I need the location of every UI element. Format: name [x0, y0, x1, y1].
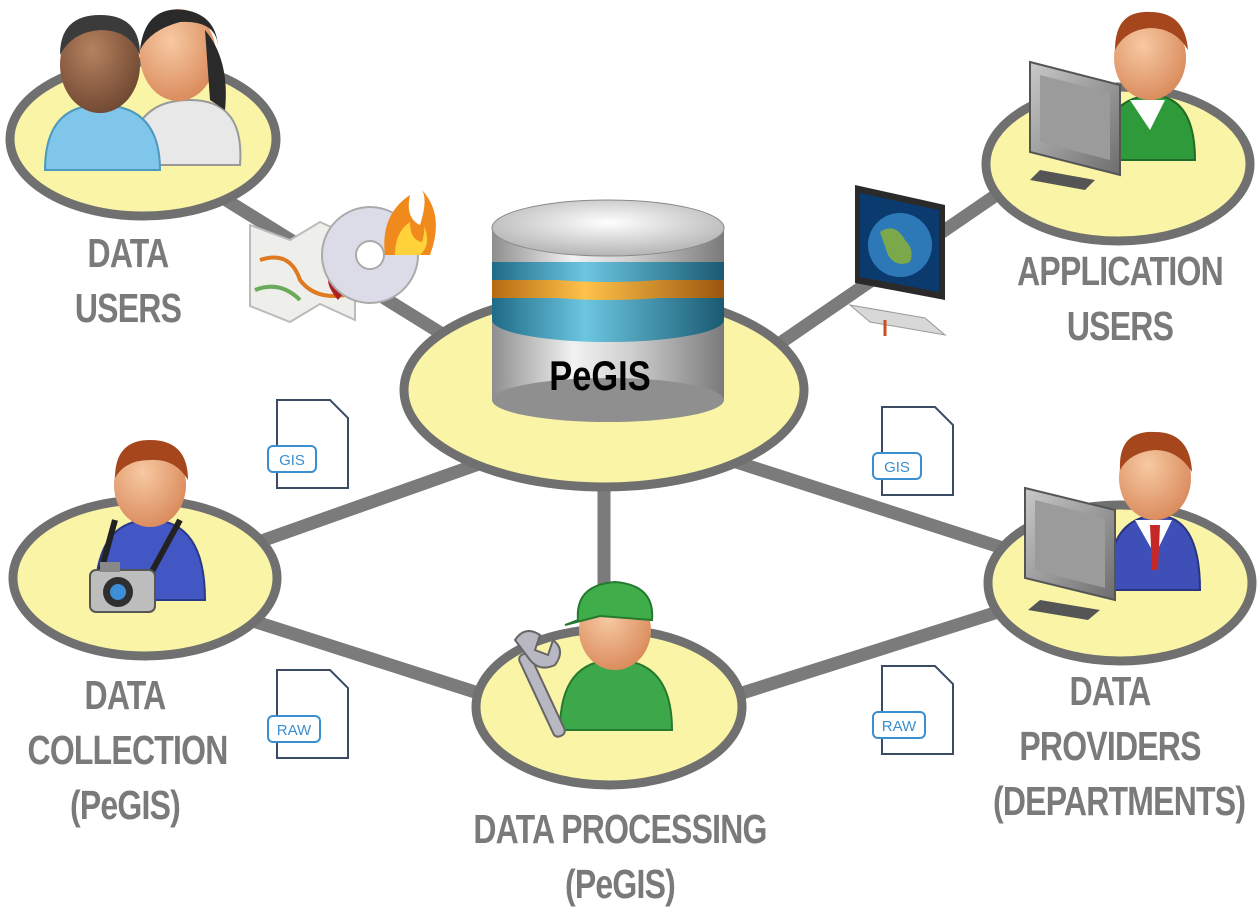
mechanic-icon: [558, 580, 674, 731]
label-data-processing: DATA PROCESSING (PeGIS): [460, 802, 780, 912]
label-data-users-line1: DATA: [87, 230, 170, 276]
label-data-collection-line3: (PeGIS): [69, 782, 181, 828]
label-data-providers: DATA PROVIDERS (DEPARTMENTS): [993, 664, 1246, 829]
tag-raw-left-box: [267, 715, 321, 743]
connector-providers-hub: [723, 453, 1047, 567]
tag-raw-right: RAW: [882, 718, 917, 735]
label-application-users-line1: APPLICATION: [1017, 248, 1224, 294]
globe-monitor-icon: [848, 185, 947, 336]
label-data-users-line2: USERS: [74, 285, 182, 331]
tag-gis-right-box: [872, 452, 922, 480]
connector-collection-processing: [243, 613, 507, 707]
tag-gis-left: GIS: [279, 452, 305, 469]
label-data-providers-line1: DATA: [1069, 668, 1152, 714]
label-data-processing-line1: DATA PROCESSING: [473, 806, 767, 852]
label-application-users: APPLICATION USERS: [1007, 244, 1233, 354]
doc-gis-right: [881, 406, 954, 496]
camera-icon: [89, 562, 156, 613]
wrench-icon: [513, 630, 566, 738]
hub-label: PeGIS: [549, 352, 651, 399]
label-data-processing-line2: (PeGIS): [564, 861, 676, 907]
doc-raw-left: [276, 669, 349, 759]
label-data-collection-line1: DATA: [84, 672, 167, 718]
label-data-providers-line3: (DEPARTMENTS): [993, 778, 1246, 824]
doc-gis-left: [276, 399, 349, 489]
connector-processing-providers: [713, 598, 1027, 707]
doc-raw-right: [881, 665, 954, 755]
computer-user-icon: [1029, 11, 1197, 190]
label-application-users-line2: USERS: [1066, 303, 1174, 349]
tag-raw-left: RAW: [277, 722, 312, 739]
people-icon: [43, 9, 242, 171]
tag-raw-right-box: [872, 711, 926, 739]
label-data-collection-line2: COLLECTION: [27, 727, 229, 773]
cd-fire-icon: [321, 190, 436, 304]
file-tags: [267, 445, 926, 743]
label-data-users: DATA USERS: [58, 226, 198, 336]
connector-collection-hub: [243, 453, 497, 552]
label-data-providers-line2: PROVIDERS: [1019, 723, 1201, 769]
businessman-computer-icon: [1024, 431, 1202, 620]
database-icon: [491, 199, 725, 422]
tag-gis-right: GIS: [884, 459, 910, 476]
label-data-collection: DATA COLLECTION (PeGIS): [27, 668, 229, 833]
tag-gis-left-box: [267, 445, 317, 473]
